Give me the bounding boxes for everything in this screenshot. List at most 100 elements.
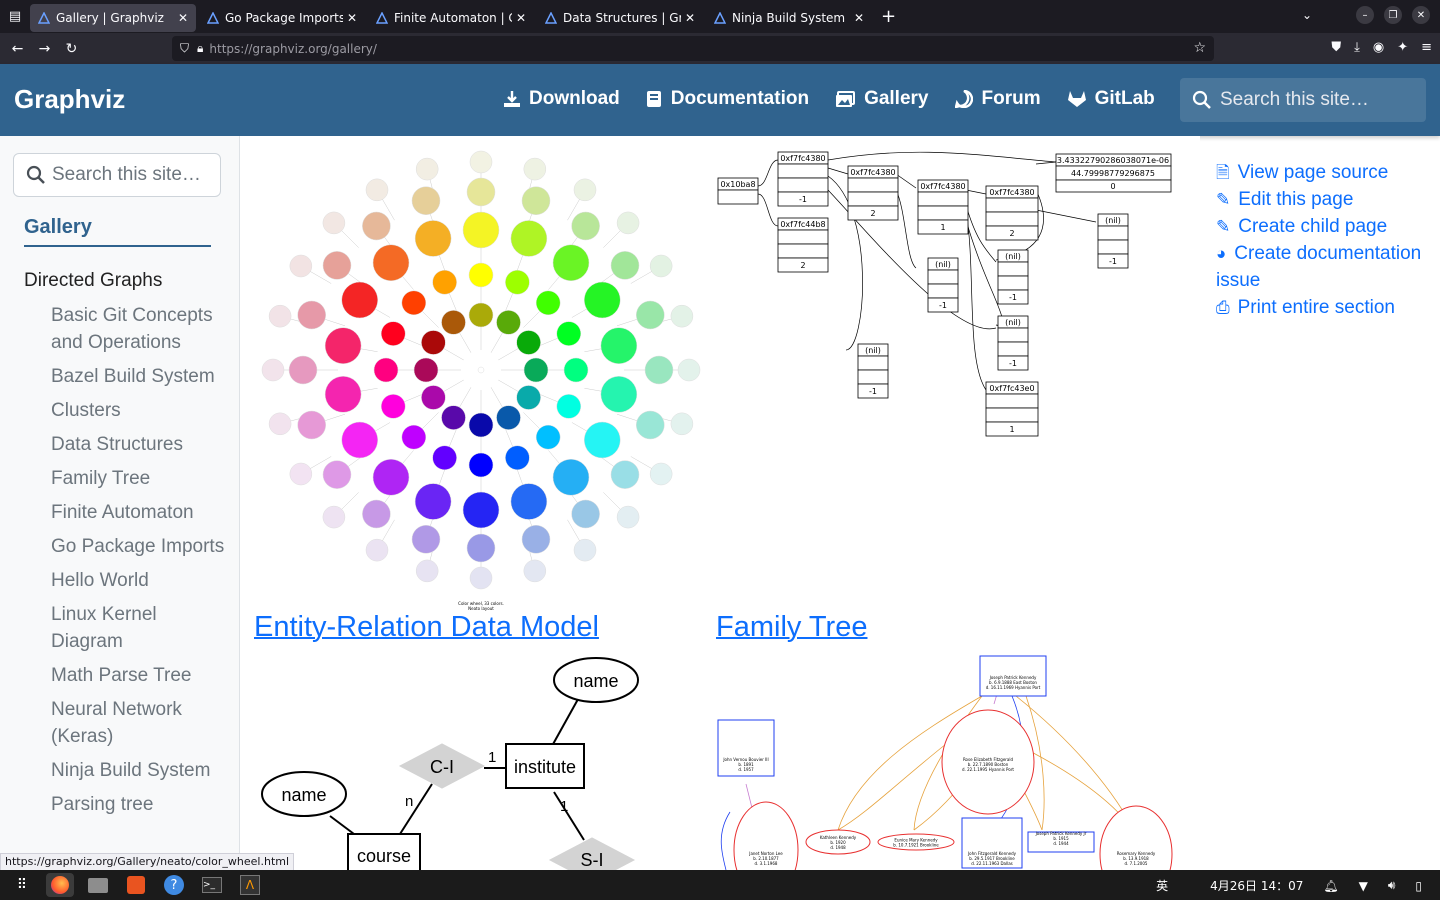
browser-tab[interactable]: Data Structures | Graphviz ✕ [537, 4, 703, 32]
sidebar-search-input[interactable]: Search this site… [13, 153, 221, 197]
color-wheel-node [468, 262, 494, 288]
sidebar-group-directed-graphs[interactable]: Directed Graphs [24, 270, 163, 291]
ds-label: (nil) [865, 346, 881, 355]
sidebar-item[interactable]: Family Tree [51, 468, 151, 489]
color-wheel-node [380, 394, 406, 419]
nav-forum[interactable]: Forum [954, 88, 1041, 110]
chevron-down-icon[interactable]: ⌄ [1301, 8, 1312, 22]
close-tab-icon[interactable]: ✕ [346, 10, 357, 25]
minimize-icon[interactable]: – [1356, 6, 1374, 24]
sidebar-item[interactable]: Neural Network (Keras) [51, 699, 182, 747]
color-wheel-node [341, 281, 379, 319]
figure-title-er-model[interactable]: Entity-Relation Data Model [254, 611, 599, 643]
color-wheel-node [468, 452, 494, 478]
sidebar-item[interactable]: Parsing tree [51, 794, 154, 815]
sidebar-item[interactable]: Ninja Build System [51, 760, 211, 781]
os-taskbar: ⠿ ? >_ Λ 英 4月26日 14：07 🔔︎ ▼ 🔊︎ ▯ [0, 870, 1440, 900]
discourse-icon [954, 90, 973, 108]
create-doc-issue-link[interactable]: ◕Create documentation issue [1216, 240, 1431, 294]
color-wheel-node [414, 483, 452, 520]
view-page-source-link[interactable]: 🗎View page source [1216, 159, 1431, 186]
sidebar-item[interactable]: Basic Git Concepts and Operations [51, 305, 213, 353]
ime-indicator[interactable]: 英 [1156, 879, 1169, 893]
nav-gitlab[interactable]: GitLab [1067, 88, 1155, 110]
shield-icon[interactable]: ⛉ [180, 41, 190, 55]
app-center-icon[interactable] [122, 873, 150, 897]
sidebar-item[interactable]: Clusters [51, 400, 121, 421]
ds-label: -1 [1009, 293, 1017, 302]
browser-tab[interactable]: Finite Automaton | Graphviz ✕ [368, 4, 534, 32]
files-icon[interactable] [84, 873, 112, 897]
graphviz-app-icon[interactable]: Λ [236, 873, 264, 897]
color-wheel-node [571, 211, 600, 241]
clock[interactable]: 4月26日 14：07 [1210, 879, 1304, 893]
color-wheel-image[interactable]: Color wheel, 33 colors. Neato layout [252, 142, 722, 622]
left-sidebar: Search this site… Gallery Directed Graph… [0, 136, 240, 870]
browser-tab[interactable]: Ninja Build System | Graphviz ✕ [706, 4, 872, 32]
help-icon[interactable]: ? [160, 873, 188, 897]
ds-label: 2 [1009, 229, 1014, 238]
reload-icon[interactable]: ↻ [65, 40, 78, 57]
data-structures-image[interactable]: 0x10ba8 0xf7fc4380 -1 0xf7fc44b8 2 0xf7f… [716, 150, 1176, 450]
close-tab-icon[interactable]: ✕ [177, 10, 188, 25]
sidebar-item[interactable]: Data Structures [51, 434, 183, 455]
menu-icon[interactable]: ≡ [1421, 40, 1432, 55]
header-search-input[interactable]: Search this site… [1180, 78, 1426, 122]
create-child-page-link[interactable]: ✎Create child page [1216, 213, 1431, 240]
notification-bell-icon[interactable]: 🔔︎ [1323, 878, 1339, 893]
print-section-link[interactable]: ⎙Print entire section [1216, 294, 1431, 321]
main-nav: Download Documentation Gallery Forum Git… [503, 88, 1181, 110]
sidebar-item[interactable]: Hello World [51, 570, 149, 591]
color-wheel-node [362, 499, 391, 529]
book-icon [646, 91, 661, 107]
sidebar-section-gallery[interactable]: Gallery [24, 216, 211, 247]
account-icon[interactable]: ◉ [1372, 40, 1385, 55]
color-wheel-node [556, 321, 582, 346]
nav-gallery[interactable]: Gallery [835, 88, 929, 110]
close-tab-icon[interactable]: ✕ [515, 10, 526, 25]
volume-icon[interactable]: 🔊︎ [1387, 878, 1396, 892]
color-wheel-node [365, 178, 389, 202]
new-tab-icon[interactable]: + [881, 6, 897, 27]
site-brand[interactable]: Graphviz [14, 84, 126, 114]
color-wheel-node [466, 177, 496, 207]
ds-label: 0xf7fc4380 [920, 182, 965, 191]
extensions-icon[interactable]: ✦ [1397, 40, 1409, 55]
tab-list-icon[interactable]: ▤ [8, 9, 22, 24]
figure-title-family-tree[interactable]: Family Tree [716, 611, 868, 643]
sidebar-item[interactable]: Linux Kernel Diagram [51, 604, 157, 652]
sidebar-item[interactable]: Math Parse Tree [51, 665, 192, 686]
app-grid-icon[interactable]: ⠿ [16, 877, 28, 893]
site-header: Graphviz Download Documentation Gallery … [0, 64, 1440, 136]
back-icon[interactable]: ← [11, 40, 24, 57]
sidebar-item[interactable]: Bazel Build System [51, 366, 215, 387]
close-tab-icon[interactable]: ✕ [853, 10, 864, 25]
close-tab-icon[interactable]: ✕ [684, 10, 695, 25]
close-window-icon[interactable]: ✕ [1412, 6, 1430, 24]
downloads-icon[interactable]: ⤓ [1354, 40, 1360, 55]
battery-icon[interactable]: ▯ [1415, 878, 1422, 893]
gitlab-icon [1067, 91, 1086, 107]
url-bar[interactable]: ⛉ 🔒︎ https:// graphviz.org/gallery/ ☆ [172, 36, 1214, 61]
color-wheel-node [268, 412, 292, 436]
restore-icon[interactable]: ❐ [1384, 6, 1402, 24]
sidebar-item[interactable]: Go Package Imports [51, 536, 225, 557]
lock-icon[interactable]: 🔒︎ [197, 41, 204, 55]
forward-icon[interactable]: → [38, 40, 51, 57]
nav-documentation[interactable]: Documentation [646, 88, 809, 110]
pocket-icon[interactable]: ⛊ [1331, 40, 1342, 55]
print-icon: ⎙ [1216, 298, 1230, 317]
sidebar-item[interactable]: Finite Automaton [51, 502, 194, 523]
edit-icon: ✎ [1216, 217, 1231, 236]
edit-this-page-link[interactable]: ✎Edit this page [1216, 186, 1431, 213]
browser-tab[interactable]: Gallery | Graphviz ✕ [30, 3, 196, 32]
er-model-image[interactable]: name C-I institute name course S-I 1 n 1 [254, 656, 674, 870]
nav-download[interactable]: Download [503, 88, 620, 110]
terminal-icon[interactable]: >_ [198, 873, 226, 897]
browser-tab[interactable]: Go Package Imports | Graphviz ✕ [199, 4, 365, 32]
network-icon[interactable]: ▼ [1358, 878, 1368, 893]
bookmark-star-icon[interactable]: ☆ [1193, 40, 1206, 56]
firefox-icon[interactable] [46, 873, 74, 897]
